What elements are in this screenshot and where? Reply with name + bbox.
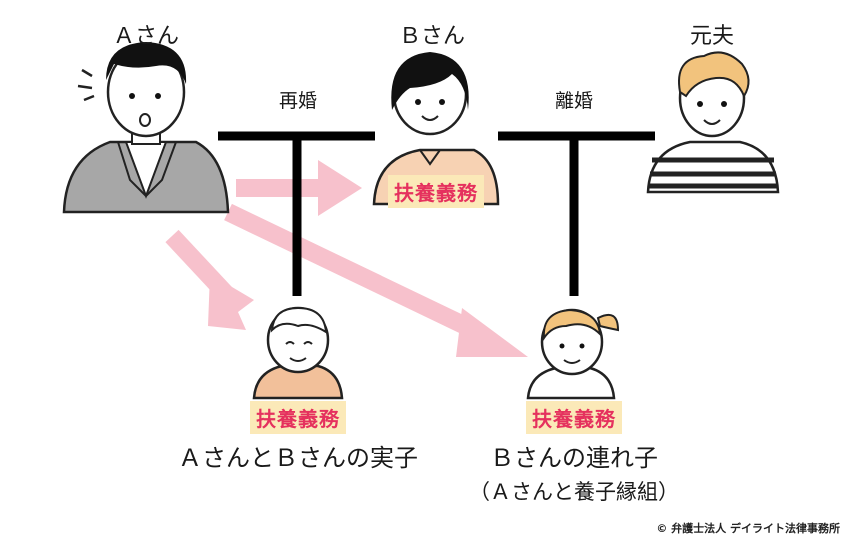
stepchild-caption: Ｂさんの連れ子 [490,444,658,472]
arrow-a-to-b [236,160,362,216]
divorce-line [498,131,655,296]
stepchild-illustration [526,308,620,400]
biological-child-caption: ＡさんとＢさんの実子 [178,444,418,472]
arrow-a-to-biological-child [165,229,254,330]
person-a-illustration [62,42,230,214]
person-b-label: Ｂさん [398,24,466,49]
stepchild-adoption-note: （Ａさんと養子縁組） [469,480,679,504]
duty-badge-stepchild: 扶養義務 [526,401,622,434]
remarriage-line [218,131,375,296]
copyright-credit: © 弁護士法人 デイライト法律事務所 [656,522,840,535]
divorce-label: 離婚 [554,90,594,112]
remarriage-label: 再婚 [278,90,318,112]
ex-husband-label: 元夫 [689,24,735,49]
person-a-label: Ａさん [112,24,180,49]
duty-badge-b: 扶養義務 [388,175,484,208]
arrow-a-to-stepchild [224,203,528,357]
duty-badge-biological-child: 扶養義務 [250,401,346,434]
ex-husband-illustration [646,51,780,194]
biological-child-illustration [252,306,344,400]
